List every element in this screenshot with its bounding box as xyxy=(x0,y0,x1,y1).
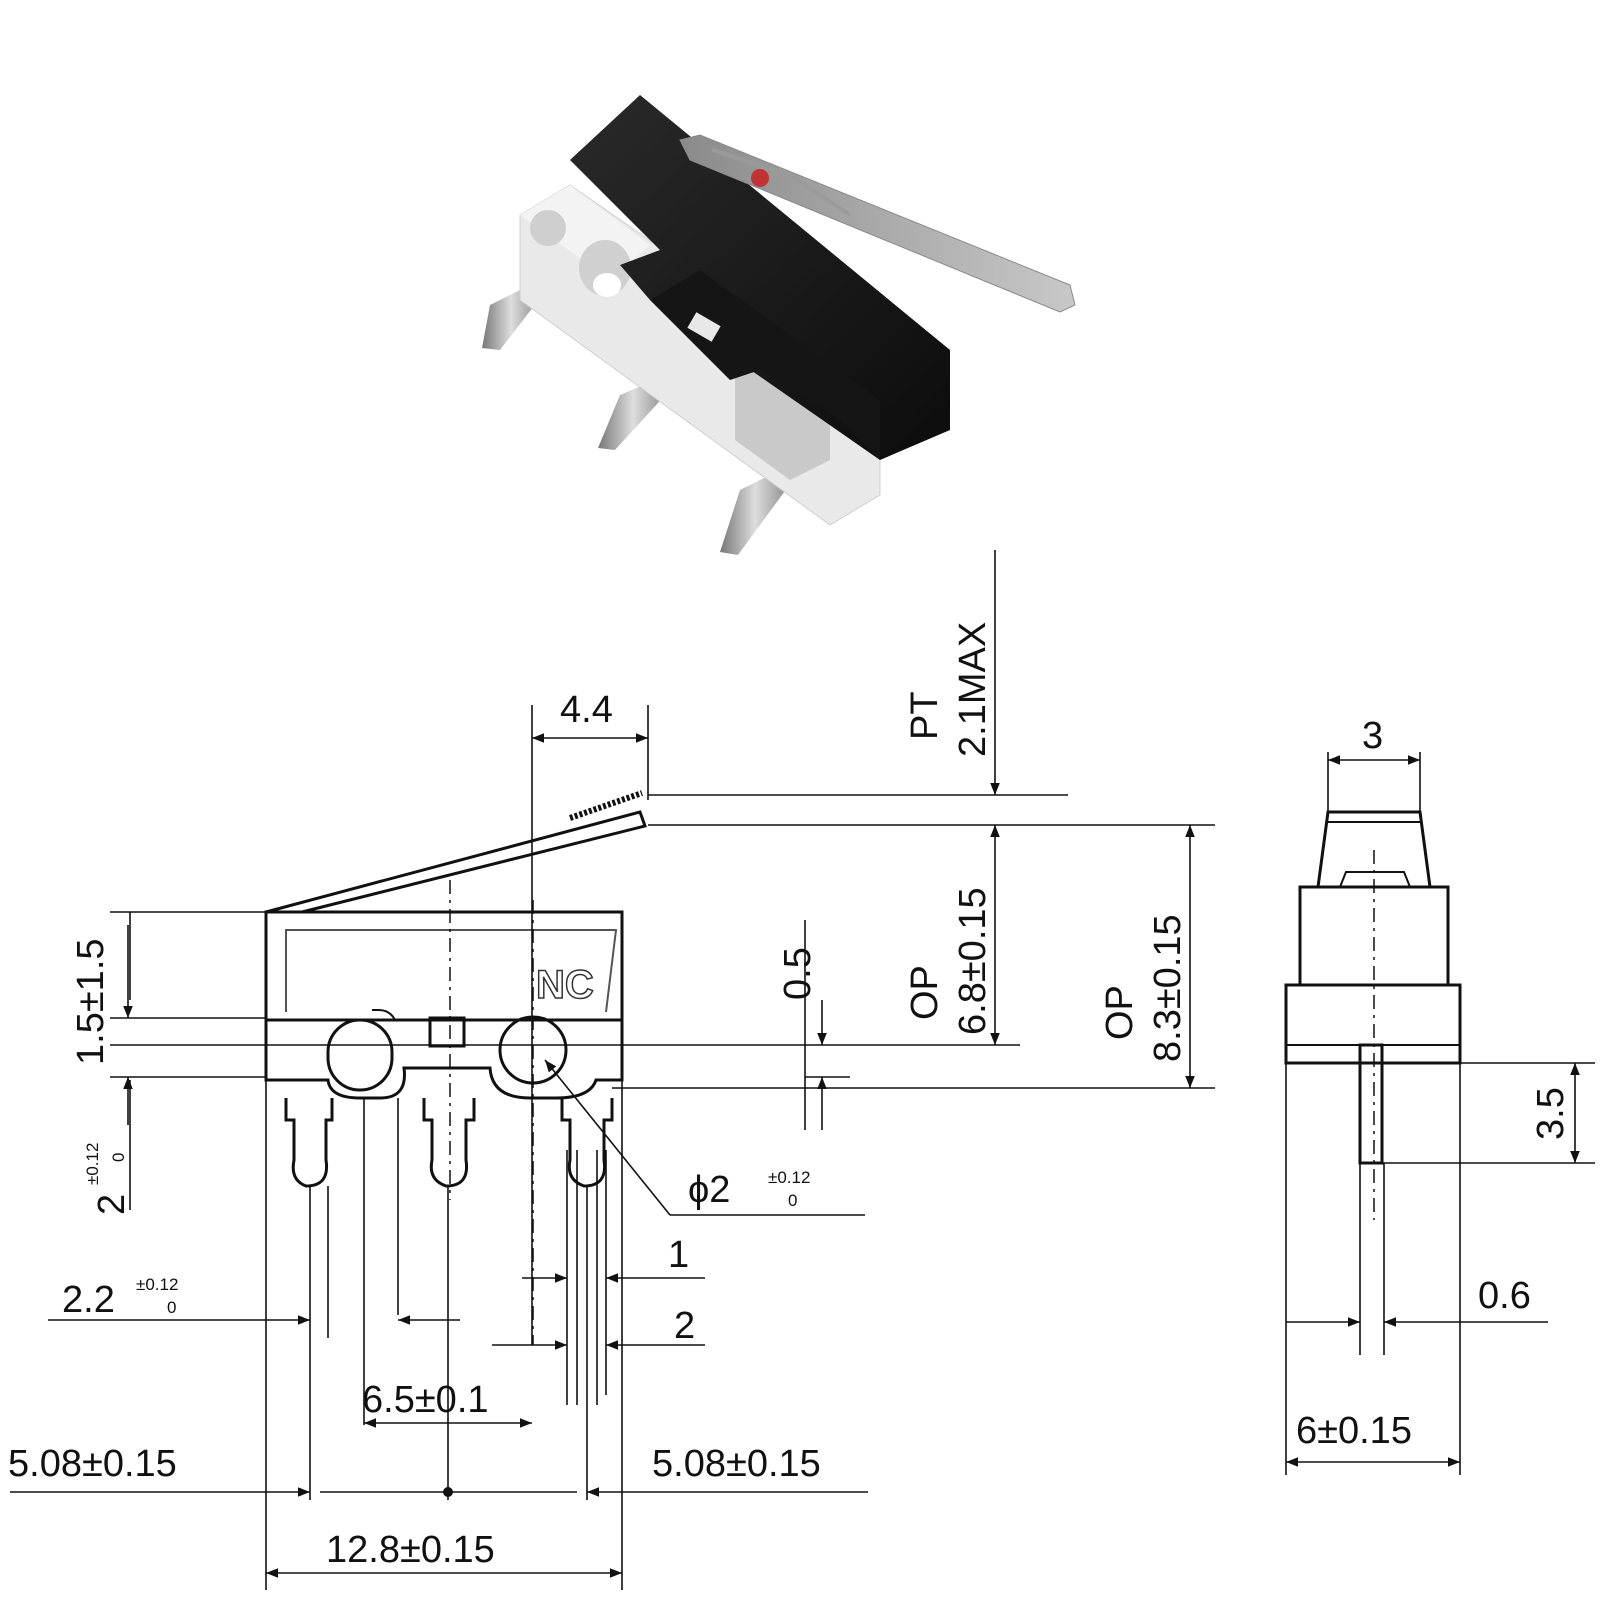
side-dim-6: 6±0.15 xyxy=(1296,1410,1412,1452)
dim-0-5: 0.5 xyxy=(777,947,819,1000)
front-body-lower xyxy=(264,1018,624,1100)
dim-2-2-tol-bot: 0 xyxy=(167,1298,176,1317)
photo-body xyxy=(570,95,950,460)
dim-1: 1 xyxy=(668,1234,689,1276)
front-view xyxy=(264,790,647,1345)
front-pin-right xyxy=(560,1098,614,1188)
dim-6-5: 6.5±0.1 xyxy=(362,1379,489,1421)
side-dimension-lines xyxy=(1285,752,1595,1475)
dim-2-2-main: 2.2 xyxy=(62,1279,115,1321)
dim-1-5: 1.5±1.5 xyxy=(70,938,112,1065)
dim-5-08-left: 5.08±0.15 xyxy=(8,1443,177,1485)
nc-marking: NC xyxy=(536,963,594,1007)
photo-red-dot xyxy=(751,169,769,187)
front-pin-left xyxy=(284,1098,334,1188)
center-dot xyxy=(443,1487,453,1497)
dimension-lines xyxy=(10,550,1215,1590)
pt-label: PT xyxy=(904,691,946,740)
front-center-window xyxy=(428,1016,466,1048)
front-pin-mid xyxy=(422,1098,476,1188)
op1-value: 6.8±0.15 xyxy=(952,887,994,1035)
front-body-upper xyxy=(264,910,624,1020)
side-actuator xyxy=(1316,810,1432,888)
phi-tol-bot: 0 xyxy=(788,1191,797,1210)
photo-lever xyxy=(679,134,1076,313)
op1-label: OP xyxy=(904,965,946,1020)
side-view xyxy=(1284,810,1462,1220)
front-lever xyxy=(265,810,647,914)
front-mount-hole-oval xyxy=(326,1018,394,1092)
phi-main: ϕ2 xyxy=(688,1169,730,1211)
photo-pin-3 xyxy=(720,470,790,555)
dim-2-tol-bot: 0 xyxy=(109,1153,128,1162)
op2-value: 8.3±0.15 xyxy=(1147,914,1189,1062)
switch-photo xyxy=(482,95,1076,555)
phi-tol-top: ±0.12 xyxy=(768,1168,810,1187)
side-dim-3: 3 xyxy=(1362,715,1383,757)
side-dim-0-6: 0.6 xyxy=(1478,1275,1531,1317)
dim-4-4: 4.4 xyxy=(560,689,613,731)
photo-pin-2 xyxy=(598,378,668,450)
front-lever-roller xyxy=(569,790,643,821)
dim-2-tol-top: ±0.12 xyxy=(83,1143,102,1185)
dim-2: 2 xyxy=(674,1305,695,1347)
dim-2-main: 2 xyxy=(91,1194,133,1215)
pt-value: 2.1MAX xyxy=(952,622,994,757)
side-dim-3-5: 3.5 xyxy=(1530,1087,1572,1140)
dim-2-2-tol-top: ±0.12 xyxy=(136,1275,178,1294)
side-pin xyxy=(1358,1043,1384,1165)
dim-12-8: 12.8±0.15 xyxy=(326,1529,495,1571)
dim-5-08-right: 5.08±0.15 xyxy=(652,1443,821,1485)
side-body-lower xyxy=(1284,983,1462,1065)
op2-label: OP xyxy=(1099,985,1141,1040)
